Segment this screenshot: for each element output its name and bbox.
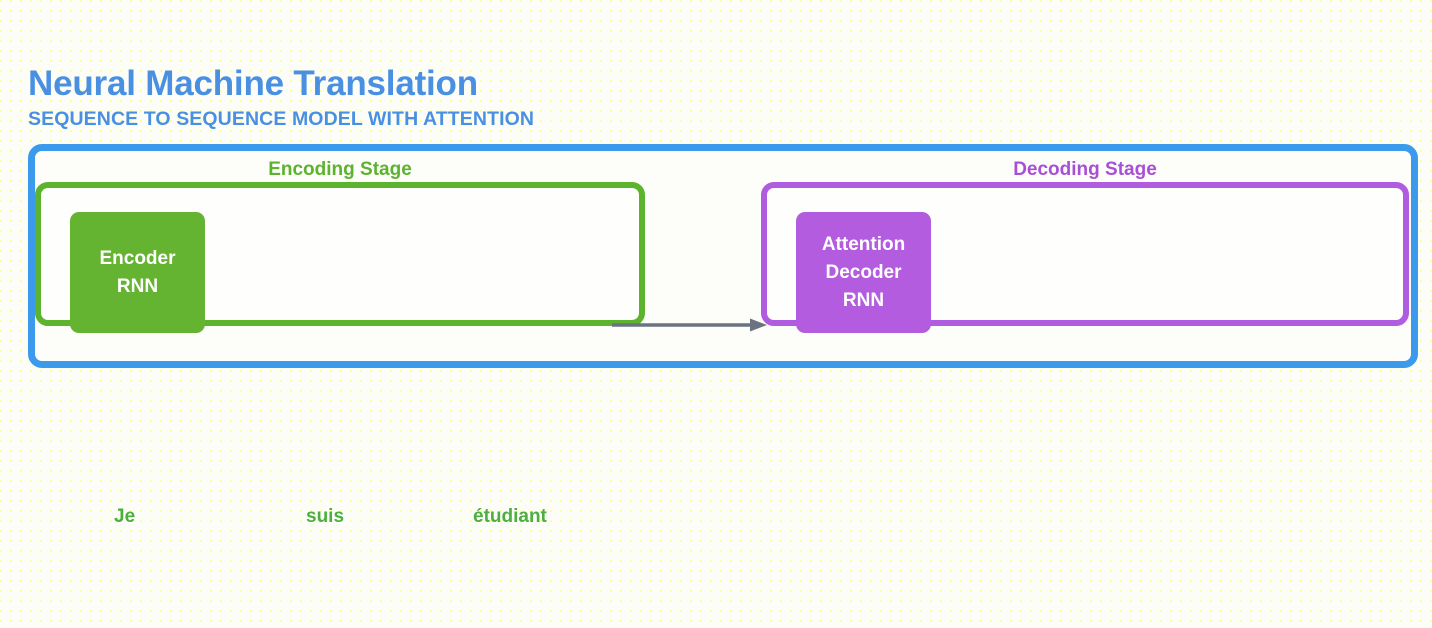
- page-subtitle: SEQUENCE TO SEQUENCE MODEL WITH ATTENTIO…: [28, 108, 535, 130]
- encoder-stage-box: Encoder RNN: [35, 182, 645, 333]
- decoder-rnn-label-line-1: Attention: [821, 233, 906, 255]
- decoding-stage-label: Decoding Stage: [1013, 159, 1157, 180]
- page-title: Neural Machine Translation: [28, 64, 478, 103]
- model-frame: Encoding Stage Encoder RNN Decoding Stag…: [28, 144, 1418, 368]
- header: Neural Machine Translation SEQUENCE TO S…: [28, 64, 928, 132]
- decoder-rnn-label-line-2: Decoder: [825, 261, 902, 283]
- source-word-etudiant: étudiant: [473, 506, 547, 527]
- attention-decoder-rnn-block[interactable]: Attention Decoder RNN: [796, 212, 931, 333]
- encoder-rnn-label-line-1: Encoder: [99, 247, 176, 269]
- decoding-stage: Decoding Stage Attention Decoder RNN: [761, 151, 1409, 361]
- decoder-rnn-label-line-3: RNN: [842, 289, 885, 311]
- encoder-rnn-block[interactable]: Encoder RNN: [70, 212, 205, 333]
- encoding-stage: Encoding Stage Encoder RNN: [35, 151, 645, 361]
- encoder-rnn-label-line-2: RNN: [116, 275, 159, 297]
- encoding-stage-label: Encoding Stage: [268, 159, 412, 180]
- source-word-suis: suis: [306, 506, 345, 527]
- encoder-to-decoder-arrow-icon: [612, 318, 767, 332]
- decoder-stage-box: Attention Decoder RNN: [761, 182, 1409, 333]
- source-word-je: Je: [114, 506, 136, 527]
